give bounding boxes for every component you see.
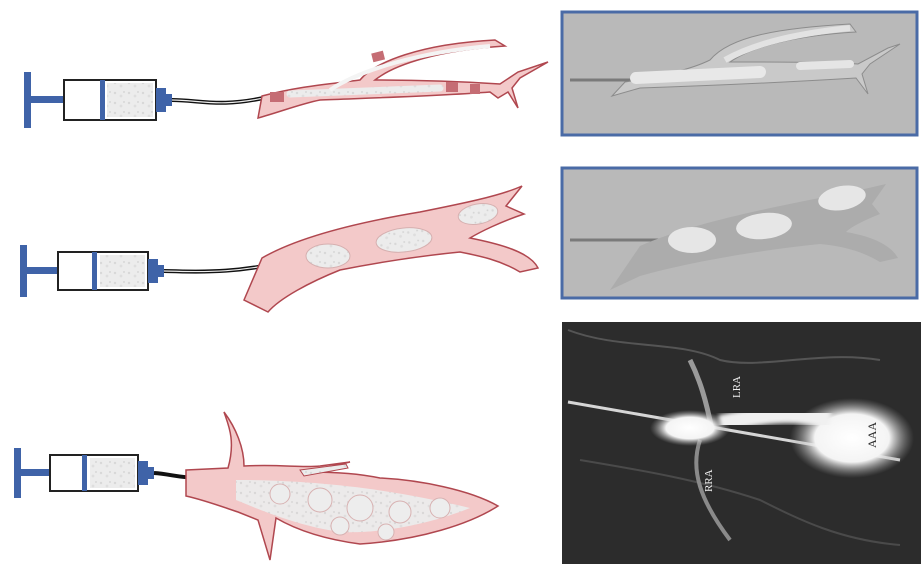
syringe-icon	[20, 245, 164, 297]
label-lra: LRA	[731, 376, 743, 398]
syringe-icon	[24, 72, 172, 128]
fluoro-panel-1	[562, 12, 917, 135]
vessel-tree-2	[244, 186, 538, 312]
embolus	[306, 244, 350, 268]
syringe-row-3	[14, 448, 200, 498]
label-rra: RRA	[703, 469, 715, 492]
syringe-row-1	[24, 72, 268, 128]
vessel-tree-1	[258, 40, 548, 118]
fluoro-panel-2	[562, 168, 917, 298]
label-aaa: AAA	[865, 422, 879, 448]
angiogram-panel: LRA RRA AAA	[562, 322, 921, 564]
syringe-icon	[14, 448, 154, 498]
aneurysm-sac	[186, 412, 498, 560]
